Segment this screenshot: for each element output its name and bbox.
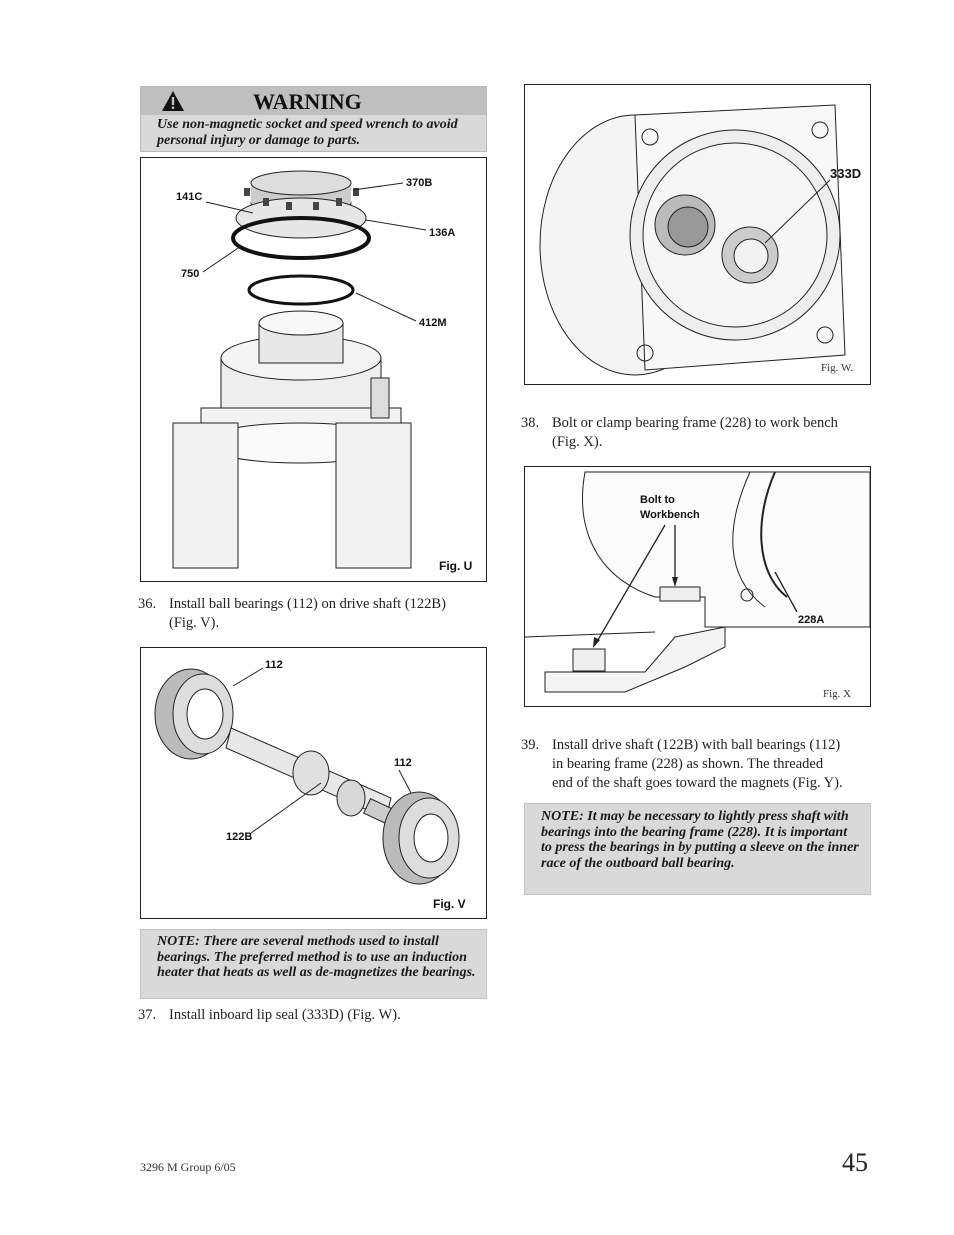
warning-triangle-icon <box>162 91 184 111</box>
step-38-line1: Bolt or clamp bearing frame (228) to wor… <box>552 415 838 431</box>
figure-u: 141C 370B 136A 750 412M Fig. U <box>140 157 487 582</box>
step-36-line2: (Fig. V). <box>169 615 220 631</box>
step-38: 38. Bolt or clamp bearing frame (228) to… <box>521 414 871 454</box>
step-36-line1: Install ball bearings (112) on drive sha… <box>169 596 446 612</box>
figure-v-illustration: 112 112 122B Fig. V <box>154 659 466 911</box>
step-39-line2: in bearing frame (228) as shown. The thr… <box>552 756 824 772</box>
callout-136a: 136A <box>429 227 455 239</box>
step-38-line2: (Fig. X). <box>552 434 603 450</box>
figure-v: 112 112 122B Fig. V <box>140 647 487 919</box>
footer-document-id: 3296 M Group 6/05 <box>140 1160 236 1174</box>
callout-122b: 122B <box>226 831 252 843</box>
callout-bolt-to: Bolt to <box>640 494 675 506</box>
step-39: 39. Install drive shaft (122B) with ball… <box>521 736 881 796</box>
figure-x-label: Fig. X <box>823 688 851 700</box>
note-press-shaft: NOTE: It may be necessary to lightly pre… <box>524 803 871 895</box>
warning-box: WARNING Use non-magnetic socket and spee… <box>140 86 487 152</box>
step-39-line1: Install drive shaft (122B) with ball bea… <box>552 737 841 753</box>
figure-w-illustration: 333D Fig. W. <box>539 104 861 376</box>
step-37-number: 37. <box>138 1007 157 1023</box>
step-38-number: 38. <box>521 415 540 431</box>
step-39-number: 39. <box>521 737 540 753</box>
callout-112-top: 112 <box>265 659 283 671</box>
warning-title: WARNING <box>253 89 362 114</box>
step-39-line3: end of the shaft goes toward the magnets… <box>552 775 843 791</box>
callout-228a: 228A <box>798 614 824 626</box>
callout-370b: 370B <box>406 177 432 189</box>
step-36: 36. Install ball bearings (112) on drive… <box>138 595 488 635</box>
callout-750: 750 <box>181 268 199 280</box>
callout-112-right: 112 <box>394 757 412 769</box>
step-37: 37. Install inboard lip seal (333D) (Fig… <box>138 1006 488 1026</box>
step-36-number: 36. <box>138 596 157 612</box>
figure-w-label: Fig. W. <box>821 362 853 374</box>
callout-412m: 412M <box>419 317 447 329</box>
figure-x: Bolt to Workbench 228A Fig. X <box>524 466 871 707</box>
callout-141c: 141C <box>176 191 202 203</box>
figure-u-label: Fig. U <box>439 559 472 573</box>
figure-u-illustration: 141C 370B 136A 750 412M Fig. U <box>172 170 472 573</box>
callout-workbench: Workbench <box>640 509 700 521</box>
figure-v-label: Fig. V <box>433 897 466 911</box>
note-bearing-methods: NOTE: There are several methods used to … <box>140 929 487 999</box>
warning-text: Use non-magnetic socket and speed wrench… <box>157 117 458 148</box>
step-37-text: Install inboard lip seal (333D) (Fig. W)… <box>169 1007 401 1023</box>
warning-header: WARNING <box>141 87 486 115</box>
page-number: 45 <box>842 1148 868 1177</box>
figure-x-illustration: Bolt to Workbench 228A Fig. X <box>524 471 871 700</box>
figure-w: 333D Fig. W. <box>524 84 871 385</box>
callout-333d: 333D <box>830 166 861 181</box>
